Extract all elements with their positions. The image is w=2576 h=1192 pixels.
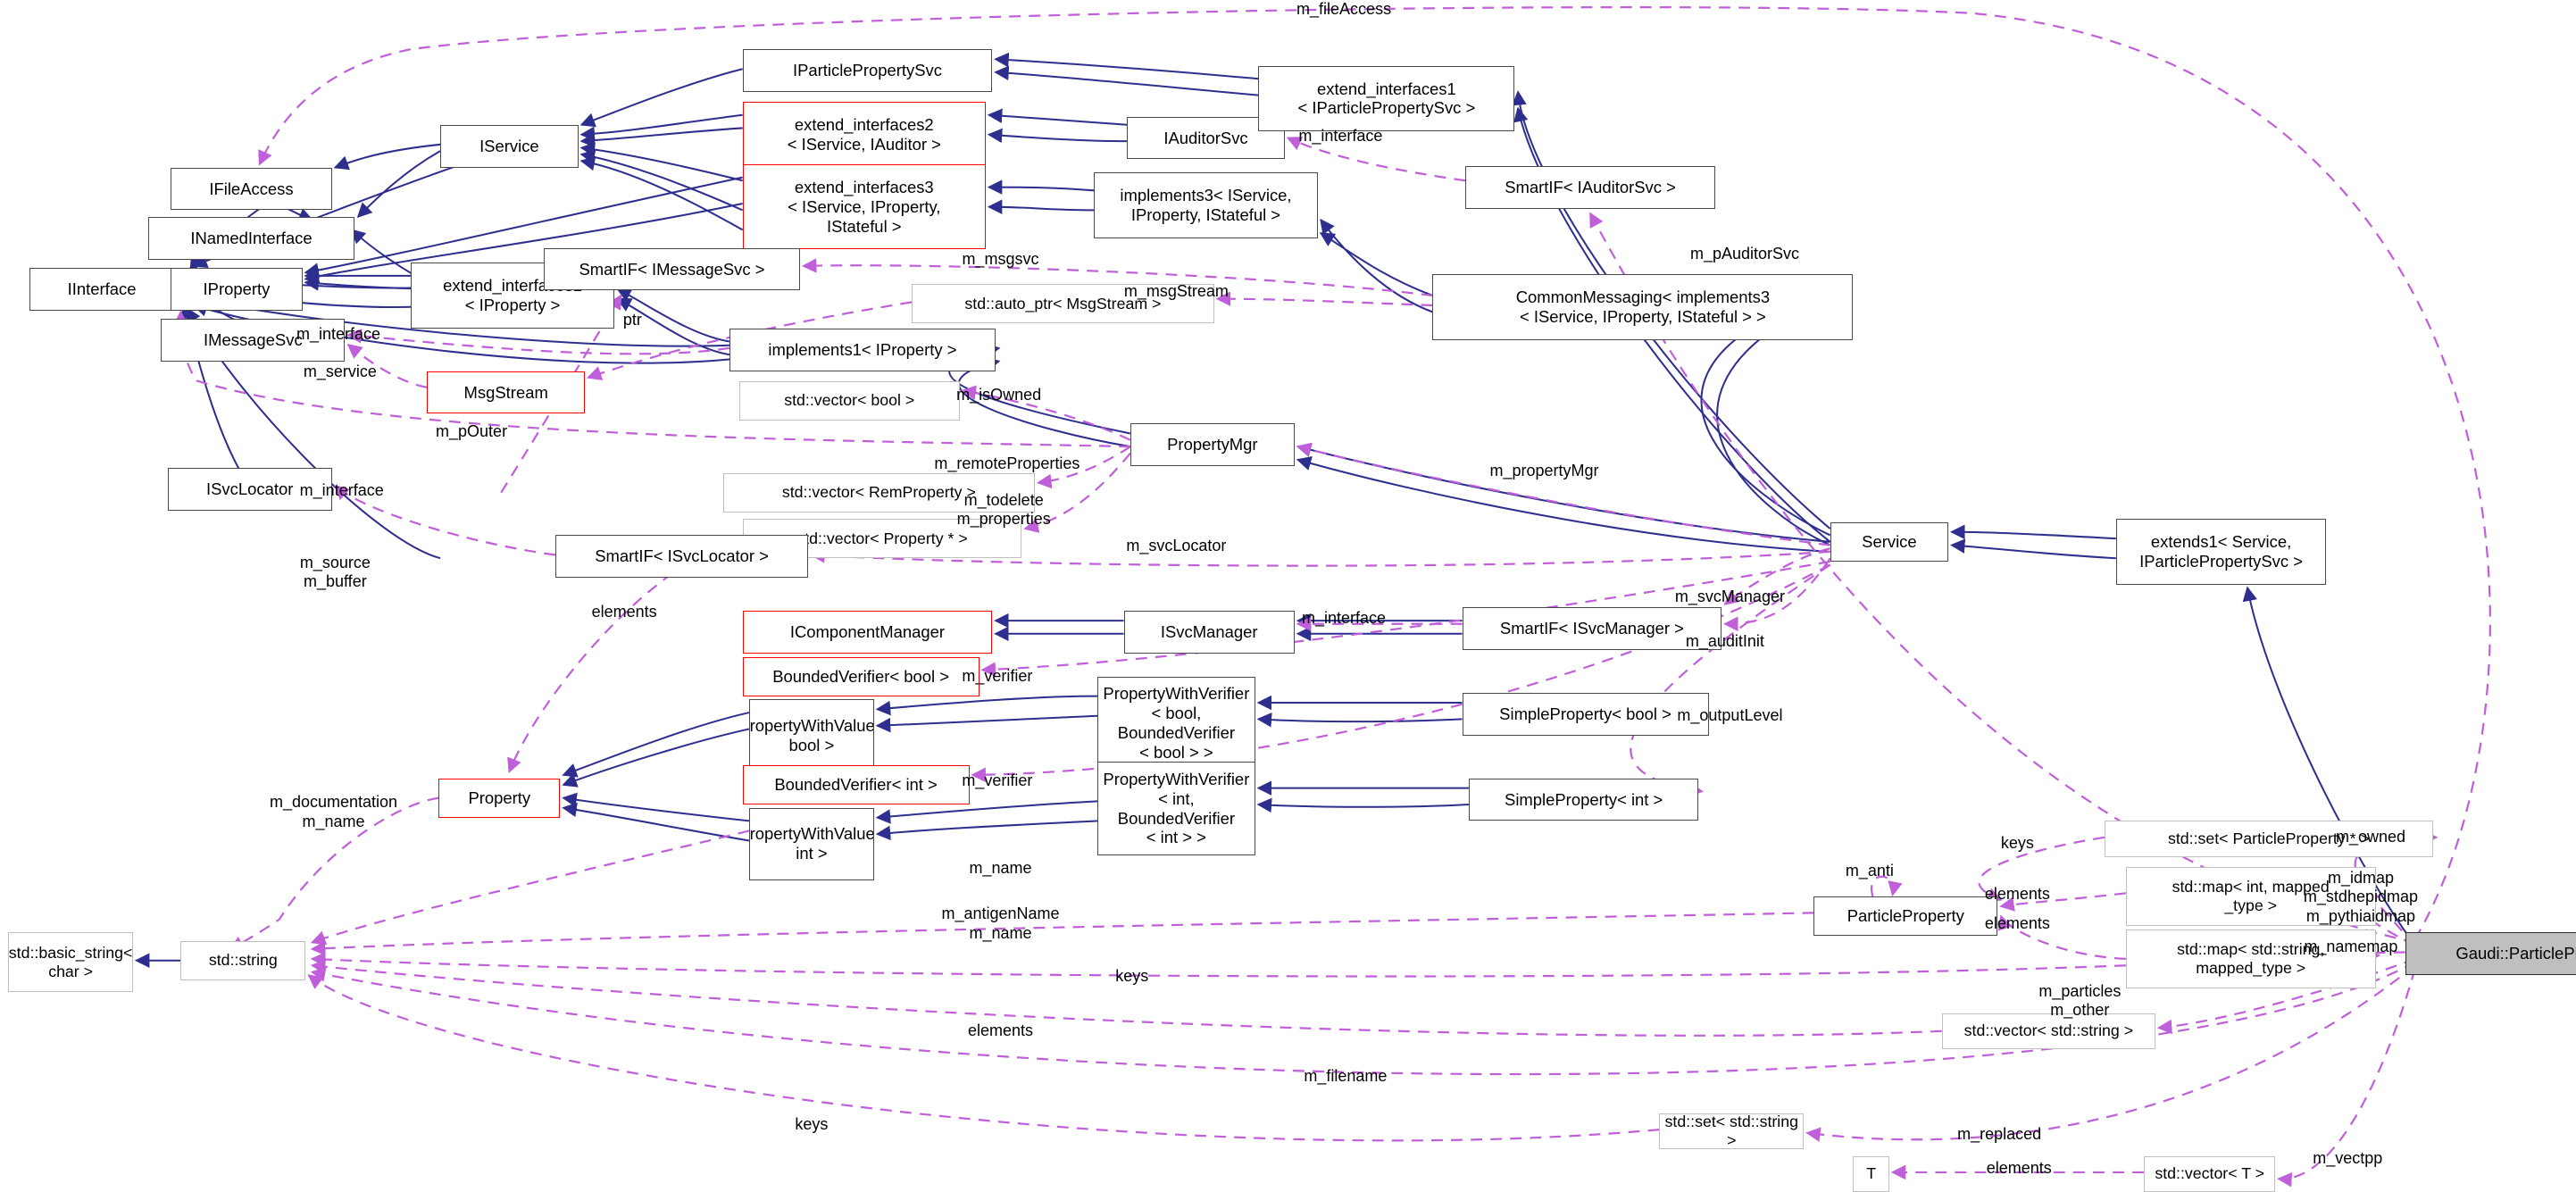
edge-label-m_idmap: m_idmap m_stdhepidmap m_pythiaidmap [2303, 868, 2419, 925]
class-node-T[interactable]: T [1853, 1155, 1889, 1192]
class-node-std_map_string_mapped[interactable]: std::map< std::string, mapped_type > [2125, 929, 2376, 988]
edge-label-m_pAuditorSvc: m_pAuditorSvc [1689, 244, 1800, 263]
class-node-SmartIF_ISvcLocator[interactable]: SmartIF< ISvcLocator > [554, 535, 809, 579]
edge-label-m_service: m_service [303, 363, 377, 381]
class-node-IProperty[interactable]: IProperty [171, 267, 303, 311]
class-node-IMessageSvc[interactable]: IMessageSvc [161, 318, 346, 362]
edge-label-ptr: ptr [622, 310, 642, 329]
class-node-ISvcLocator[interactable]: ISvcLocator [167, 468, 332, 511]
edge-label-m_auditInit: m_auditInit [1685, 631, 1764, 650]
class-node-std_vector_T[interactable]: std::vector< T > [2144, 1155, 2276, 1192]
class-node-IComponentManager[interactable]: IComponentManager [742, 611, 993, 654]
class-node-GaudiParticlePropertySvc[interactable]: Gaudi::ParticlePropertySvc [2405, 932, 2576, 976]
class-node-std_auto_ptr_MsgStream[interactable]: std::auto_ptr< MsgStream > [912, 284, 1214, 324]
edge-label-m_svcLocator: m_svcLocator [1126, 537, 1227, 555]
edge-label-elements_map_str: elements [1984, 914, 2050, 933]
edge-label-elements_map_int: elements [1984, 885, 2050, 904]
class-node-std_basic_string[interactable]: std::basic_string< char > [8, 932, 134, 992]
class-node-SimpleProperty_int[interactable]: SimpleProperty< int > [1468, 778, 1699, 821]
class-node-ISvcManager[interactable]: ISvcManager [1123, 611, 1295, 654]
class-node-implements3[interactable]: implements3< IService, IProperty, IState… [1094, 172, 1318, 238]
edge-label-m_namemap: m_namemap [2304, 937, 2398, 955]
class-node-IInterface[interactable]: IInterface [29, 267, 175, 311]
class-node-PropertyWithVerifier_int[interactable]: PropertyWithVerifier < int, BoundedVerif… [1097, 762, 1255, 856]
edge-label-keys_pp: keys [2000, 834, 2034, 853]
edge-label-m_msgStream: m_msgStream [1123, 282, 1229, 301]
class-node-SmartIF_IAuditorSvc[interactable]: SmartIF< IAuditorSvc > [1465, 165, 1715, 209]
edge-label-m_interface_aud: m_interface [1298, 126, 1383, 145]
class-node-BoundedVerifier_int[interactable]: BoundedVerifier< int > [742, 764, 970, 805]
edge-label-m_verifier_int: m_verifier [962, 771, 1033, 790]
edge-label-keys_set: keys [795, 1114, 829, 1133]
class-node-IFileAccess[interactable]: IFileAccess [171, 167, 332, 211]
class-node-INamedInterface[interactable]: INamedInterface [147, 216, 355, 260]
class-node-SmartIF_IMessageSvc[interactable]: SmartIF< IMessageSvc > [544, 247, 801, 291]
class-node-extend_interfaces3[interactable]: extend_interfaces3 < IService, IProperty… [742, 163, 986, 250]
class-node-BoundedVerifier_bool[interactable]: BoundedVerifier< bool > [742, 656, 980, 696]
edge-label-m_propertyMgr: m_propertyMgr [1489, 461, 1599, 479]
edge-label-m_isOwned: m_isOwned [956, 386, 1042, 404]
class-node-CommonMessaging[interactable]: CommonMessaging< implements3 < IService,… [1432, 274, 1854, 340]
class-node-std_string[interactable]: std::string [180, 940, 306, 980]
class-node-std_set_ParticleProperty[interactable]: std::set< ParticleProperty * > [2104, 821, 2433, 857]
edge-label-m_svcManager: m_svcManager [1674, 588, 1785, 606]
edge-label-m_interface_svcloc: m_interface [299, 480, 384, 499]
class-node-std_vector_RemProperty[interactable]: std::vector< RemProperty > [722, 472, 1036, 513]
class-node-SmartIF_ISvcManager[interactable]: SmartIF< ISvcManager > [1462, 607, 1722, 651]
edge-label-m_outputLevel: m_outputLevel [1677, 705, 1783, 724]
class-node-MsgStream[interactable]: MsgStream [427, 371, 585, 414]
class-node-ParticleProperty[interactable]: ParticleProperty [1813, 896, 1998, 937]
edge-label-m_filename: m_filename [1304, 1067, 1388, 1086]
edge-label-m_antigenName: m_antigenName m_name [941, 904, 1060, 942]
class-node-extends1[interactable]: extends1< Service, IParticlePropertySvc … [2115, 519, 2327, 585]
edge-label-elements_vecstr: elements [967, 1021, 1034, 1039]
class-node-PropertyWithValue_bool[interactable]: PropertyWithValue< bool > [749, 699, 874, 772]
edge-label-m_pOuter: m_pOuter [436, 421, 508, 440]
class-node-std_set_string[interactable]: std::set< std::string > [1659, 1113, 1805, 1150]
edge-label-m_fileAccess: m_fileAccess [1296, 0, 1392, 18]
edge-label-m_source: m_source m_buffer [299, 553, 371, 591]
edge-label-m_vectpp: m_vectpp [2313, 1149, 2383, 1168]
class-node-IParticlePropertySvc[interactable]: IParticlePropertySvc [742, 49, 993, 92]
edge-label-m_verifier_bool: m_verifier [962, 666, 1033, 685]
class-node-std_vector_string[interactable]: std::vector< std::string > [1941, 1013, 2155, 1050]
edge-label-m_interface_msg: m_interface [296, 325, 381, 344]
edge-label-m_name_pwv: m_name [969, 858, 1032, 877]
class-node-Property[interactable]: Property [438, 778, 561, 818]
class-node-PropertyWithVerifier_bool[interactable]: PropertyWithVerifier < bool, BoundedVeri… [1097, 676, 1255, 771]
edge-label-m_msgsvc: m_msgsvc [962, 249, 1039, 268]
edge-label-m_documentation: m_documentation m_name [269, 793, 398, 830]
edge-label-m_todelete: m_todelete m_properties [956, 490, 1051, 529]
class-node-SimpleProperty_bool[interactable]: SimpleProperty< bool > [1462, 692, 1709, 736]
edge-label-m_owned: m_owned [2335, 827, 2406, 846]
edge-label-m_remoteProperties: m_remoteProperties [934, 454, 1080, 473]
edge-label-m_particles: m_particles m_other [2038, 981, 2122, 1020]
class-node-extend_interfaces1_IPPS[interactable]: extend_interfaces1 < IParticlePropertySv… [1258, 65, 1515, 132]
edge-label-m_anti: m_anti [1845, 862, 1894, 880]
class-node-Service[interactable]: Service [1830, 521, 1949, 562]
class-node-extend_interfaces2[interactable]: extend_interfaces2 < IService, IAuditor … [742, 102, 986, 168]
edge-label-m_interface_svcmgr: m_interface [1302, 609, 1387, 628]
class-node-PropertyMgr[interactable]: PropertyMgr [1130, 423, 1295, 467]
class-node-std_map_int_mapped[interactable]: std::map< int, mapped _type > [2125, 866, 2376, 927]
edge-label-keys_str: keys [1115, 967, 1149, 986]
class-node-implements1_IProperty[interactable]: implements1< IProperty > [729, 328, 996, 371]
edge-label-m_replaced: m_replaced [1957, 1124, 2042, 1143]
class-node-PropertyWithValue_int[interactable]: PropertyWithValue< int > [749, 807, 874, 880]
edge-label-elements_prop: elements [591, 602, 657, 621]
class-node-IService[interactable]: IService [440, 124, 579, 168]
edge-label-elements_T: elements [1986, 1159, 2052, 1178]
class-node-std_vector_bool[interactable]: std::vector< bool > [738, 380, 960, 421]
